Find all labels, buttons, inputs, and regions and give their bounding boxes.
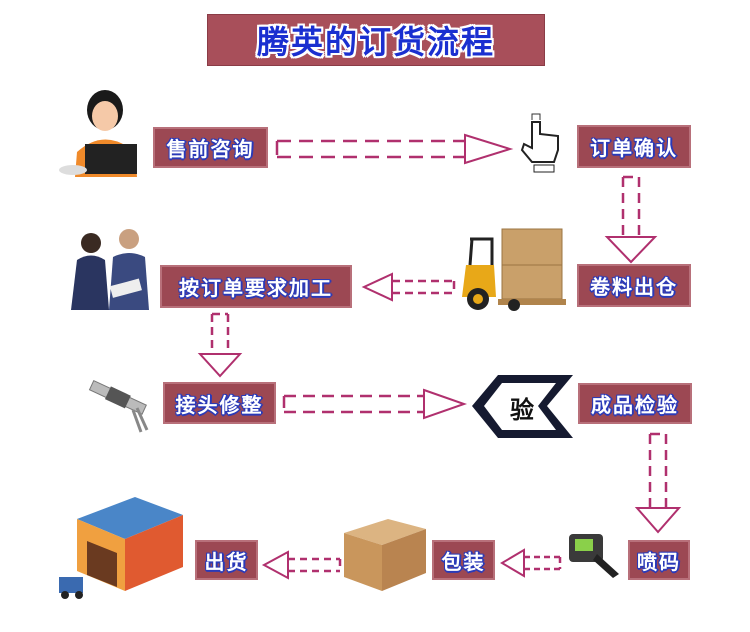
inspection-diamond-icon [472,375,573,438]
workers-illustration [71,229,149,310]
caliper-illustration [88,379,149,433]
diagram-title: 腾英的订货流程 [207,14,545,66]
arrow-right [282,388,468,420]
step-material-out: 卷料出仓 [577,264,691,307]
inspection-symbol-text: 验 [510,395,534,424]
step-presale-consultation: 售前咨询 [153,127,268,168]
inkjet-printer-illustration [569,534,619,578]
step-joint-trimming: 接头修整 [163,382,276,424]
arrow-down [604,175,658,264]
step-process-per-order: 按订单要求加工 [160,265,352,308]
arrow-left [261,550,342,580]
hand-tap-icon [520,113,559,173]
step-product-inspection: 成品检验 [578,383,692,424]
customer-service-illustration [59,90,137,177]
arrow-down [197,312,243,378]
forklift-illustration [462,228,566,311]
warehouse-illustration [59,497,183,599]
package-box-illustration [344,519,426,591]
arrow-down [634,432,682,534]
step-packing: 包装 [432,540,495,580]
arrow-left [361,272,456,302]
step-order-confirmation: 订单确认 [577,125,691,168]
arrow-right [275,133,514,165]
arrow-left [500,548,562,578]
step-coding: 喷码 [628,540,690,580]
step-shipping: 出货 [195,540,258,580]
